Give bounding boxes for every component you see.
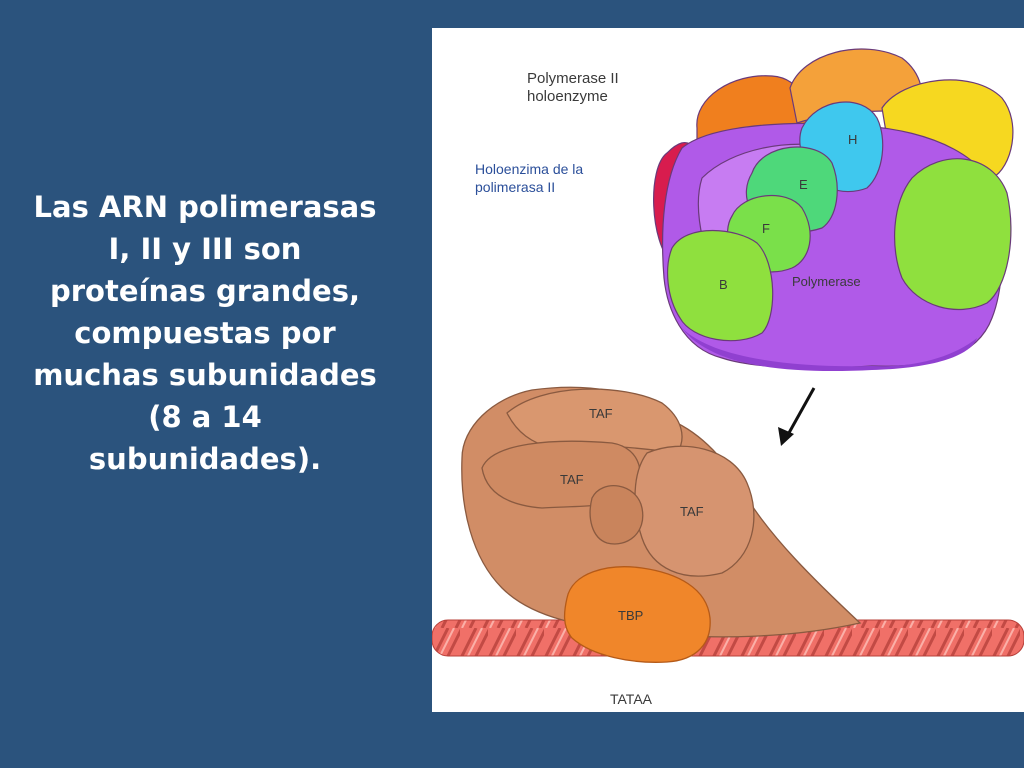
label-taf-top: TAF — [589, 406, 613, 421]
tbp-subunit — [563, 566, 711, 663]
label-polymerase: Polymerase — [792, 274, 861, 289]
label-taf-left: TAF — [560, 472, 584, 487]
holoenzyme-complex — [653, 48, 1014, 372]
label-tbp: TBP — [618, 608, 643, 623]
green-right-subunit — [894, 158, 1012, 311]
label-b: B — [719, 277, 728, 292]
holoenzyme-diagram: Polymerase II holoenzyme Holoenzima de l… — [432, 48, 1024, 707]
label-f: F — [762, 221, 770, 236]
slide-body-text: Las ARN polimerasas I, II y III son prot… — [33, 190, 377, 476]
arrow-icon — [778, 387, 816, 446]
figure-title-line1: Polymerase II — [527, 70, 619, 87]
spanish-caption-line1: Holoenzima de la — [475, 161, 583, 177]
label-h: H — [848, 132, 857, 147]
label-e: E — [799, 177, 808, 192]
figure-title-line2: holoenzyme — [527, 88, 608, 105]
b-subunit — [667, 230, 774, 342]
label-tataa: TATAA — [610, 691, 653, 707]
tfiid-complex — [461, 386, 862, 663]
spanish-caption-line2: polimerasa II — [475, 179, 555, 195]
label-taf-right: TAF — [680, 504, 704, 519]
figure-panel: Polymerase II holoenzyme Holoenzima de l… — [432, 28, 1024, 712]
